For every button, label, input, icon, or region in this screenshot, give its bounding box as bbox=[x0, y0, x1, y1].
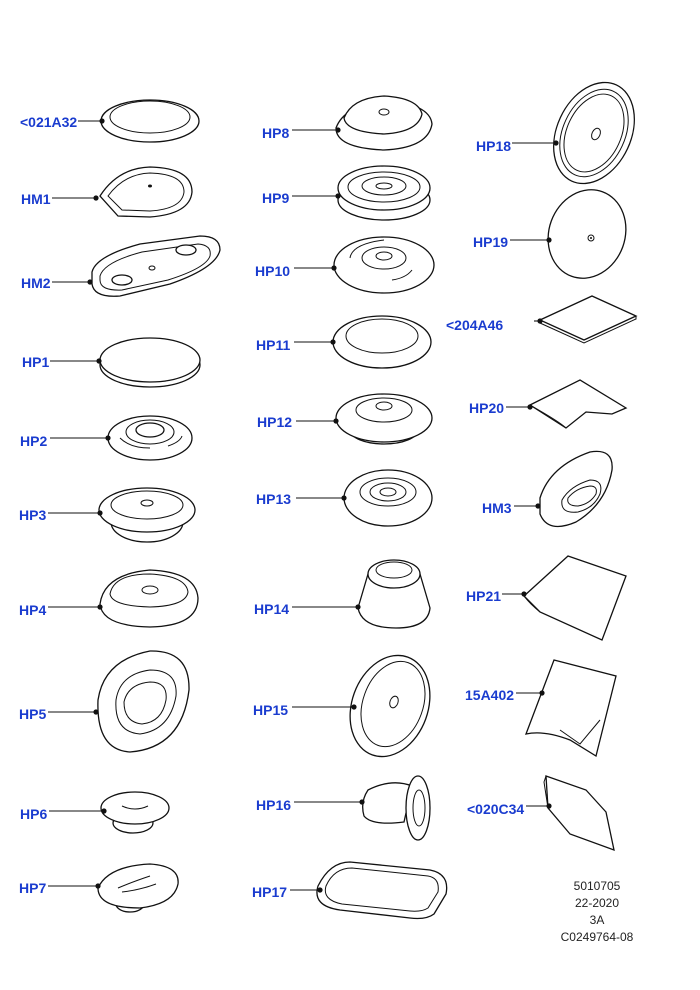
callout-hm1[interactable]: HM1 bbox=[21, 191, 51, 207]
part-204a46-drawing bbox=[538, 295, 638, 344]
reference-block: 5010705 22-2020 3A C0249764-08 bbox=[542, 878, 652, 946]
callout-hp12[interactable]: HP12 bbox=[257, 414, 293, 430]
reference-date: 22-2020 bbox=[574, 896, 620, 910]
part-hp20-drawing bbox=[528, 379, 628, 429]
callout-hp6[interactable]: HP6 bbox=[20, 806, 48, 822]
part-021a32-drawing bbox=[100, 99, 200, 143]
leader-lines bbox=[48, 118, 559, 893]
part-hp3-drawing bbox=[98, 487, 196, 543]
callout-hp2[interactable]: HP2 bbox=[20, 433, 48, 449]
part-hp12-drawing bbox=[335, 393, 433, 445]
part-hp14-drawing bbox=[357, 559, 431, 629]
part-hp18-drawing bbox=[553, 81, 635, 185]
part-hp10-drawing bbox=[333, 236, 435, 294]
callout-204a46[interactable]: <204A46 bbox=[446, 317, 504, 333]
reference-code: C0249764-08 bbox=[560, 930, 634, 944]
part-hp16-drawing bbox=[362, 775, 431, 841]
part-hp9-drawing bbox=[337, 165, 431, 221]
callout-020c34[interactable]: <020C34 bbox=[467, 801, 525, 817]
part-hp17-drawing bbox=[316, 861, 448, 920]
callout-hp8[interactable]: HP8 bbox=[262, 125, 290, 141]
callout-hp5[interactable]: HP5 bbox=[19, 706, 47, 722]
part-hp11-drawing bbox=[332, 315, 432, 369]
callout-hp20[interactable]: HP20 bbox=[469, 400, 505, 416]
part-hp5-drawing bbox=[97, 650, 190, 753]
callout-hm2[interactable]: HM2 bbox=[21, 275, 51, 291]
part-hm1-drawing bbox=[99, 166, 193, 218]
callout-hp11[interactable]: HP11 bbox=[256, 337, 291, 353]
callout-hp21[interactable]: HP21 bbox=[466, 588, 502, 604]
callout-hp1[interactable]: HP1 bbox=[22, 354, 50, 370]
callout-hp3[interactable]: HP3 bbox=[19, 507, 47, 523]
part-hp8-drawing bbox=[335, 95, 433, 151]
part-hp1-drawing bbox=[99, 337, 201, 388]
callout-021a32[interactable]: <021A32 bbox=[20, 114, 78, 130]
part-020c34-drawing bbox=[543, 775, 615, 852]
callout-hp14[interactable]: HP14 bbox=[254, 601, 290, 617]
callout-hp4[interactable]: HP4 bbox=[19, 602, 47, 618]
part-hp21-drawing bbox=[523, 555, 627, 641]
callout-hp7[interactable]: HP7 bbox=[19, 880, 47, 896]
reference-revision: 3A bbox=[589, 913, 605, 927]
callout-hp13[interactable]: HP13 bbox=[256, 491, 292, 507]
callout-hp16[interactable]: HP16 bbox=[256, 797, 292, 813]
callout-hp10[interactable]: HP10 bbox=[255, 263, 291, 279]
part-hm3-drawing bbox=[539, 450, 613, 528]
part-hp4-drawing bbox=[99, 569, 199, 628]
callout-hp19[interactable]: HP19 bbox=[473, 234, 509, 250]
part-hp15-drawing bbox=[349, 654, 431, 758]
callout-hp18[interactable]: HP18 bbox=[476, 138, 512, 154]
part-hp13-drawing bbox=[343, 469, 433, 527]
reference-number: 5010705 bbox=[573, 879, 621, 893]
callout-hp9[interactable]: HP9 bbox=[262, 190, 290, 206]
part-hp6-drawing bbox=[100, 791, 170, 834]
part-hp2-drawing bbox=[107, 415, 193, 461]
callout-hm3[interactable]: HM3 bbox=[482, 500, 512, 516]
part-15a402-drawing bbox=[524, 659, 617, 758]
callout-hp15[interactable]: HP15 bbox=[253, 702, 289, 718]
callout-hp17[interactable]: HP17 bbox=[252, 884, 288, 900]
part-hp19-drawing bbox=[547, 189, 627, 279]
part-hp7-drawing bbox=[97, 863, 179, 913]
part-hm2-drawing bbox=[91, 235, 221, 297]
callout-15a402[interactable]: 15A402 bbox=[465, 687, 515, 703]
